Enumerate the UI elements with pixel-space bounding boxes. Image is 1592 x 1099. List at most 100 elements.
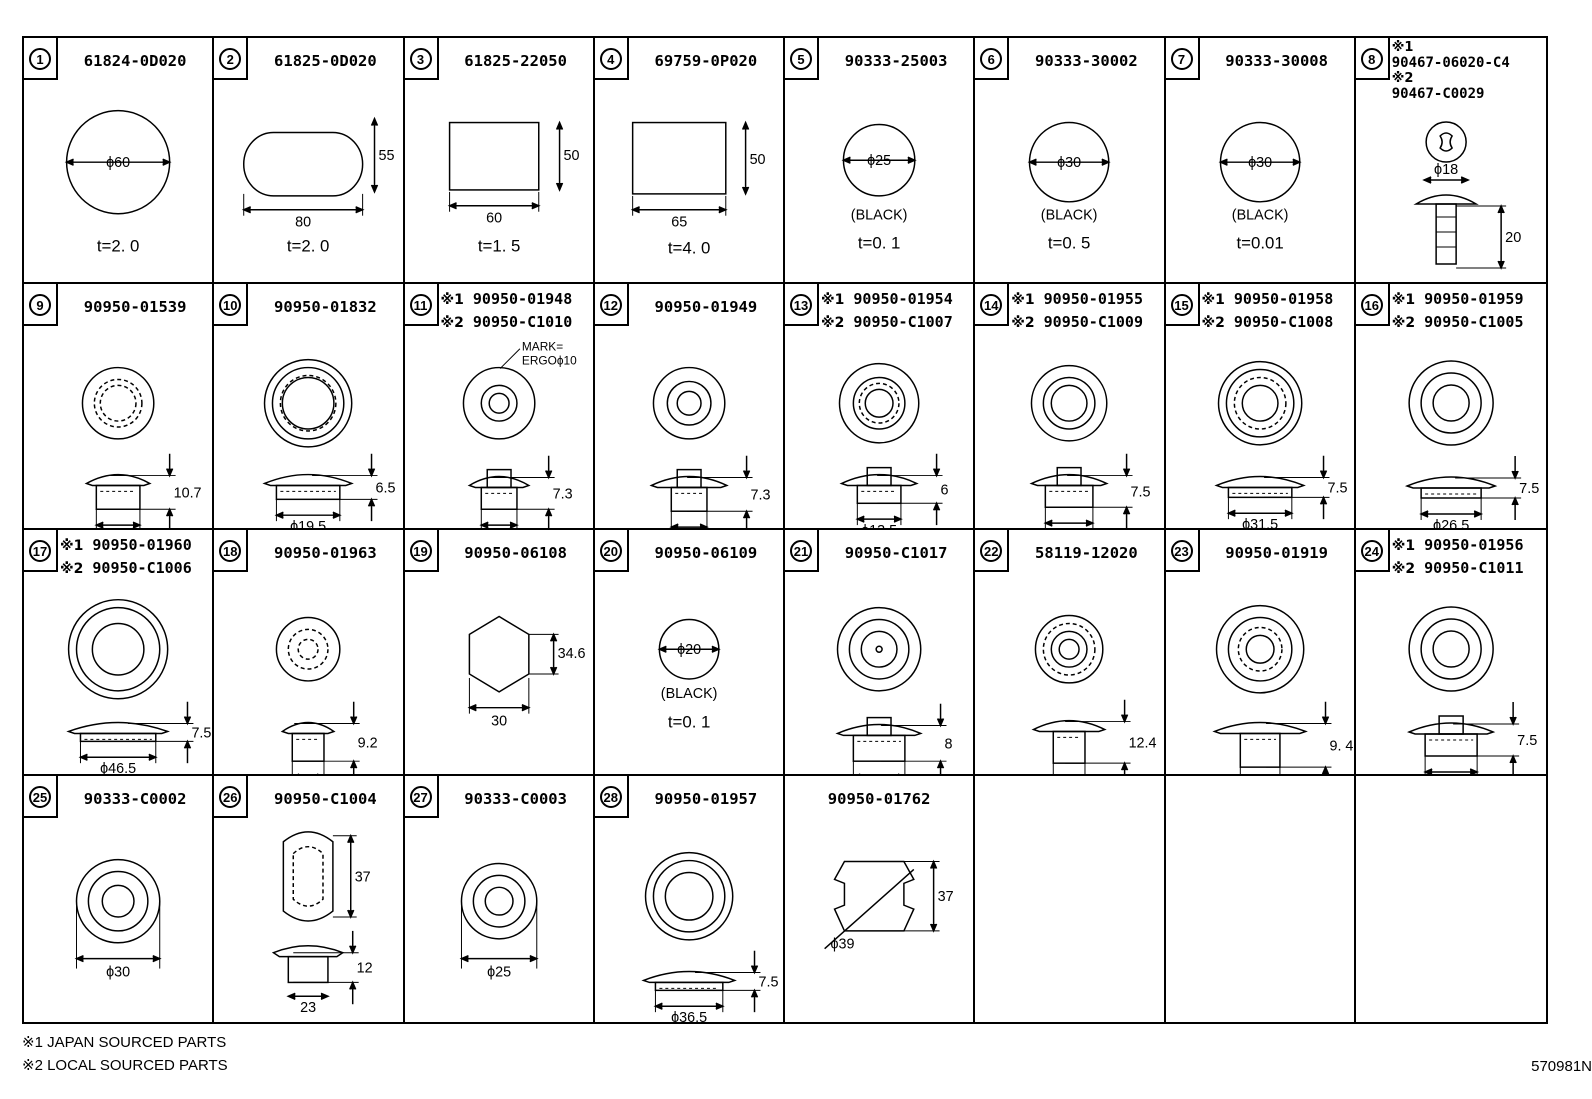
- item-number: 5: [790, 48, 812, 70]
- thickness-note: t=2. 0: [97, 236, 140, 255]
- dim-height: 7.5: [191, 725, 211, 741]
- item-number: 27: [409, 786, 432, 808]
- item-number-badge: 22: [975, 530, 1010, 572]
- dim-diameter: ϕ39: [830, 937, 854, 953]
- part-number: 90950-01919: [1225, 544, 1328, 562]
- dim-diameter: ϕ26.5: [1433, 518, 1469, 528]
- mark-note-detail: ERGOϕ10: [521, 354, 576, 368]
- part-number: 69759-0P020: [654, 52, 758, 70]
- part-drawing: ϕ30: [74, 858, 162, 980]
- dim-diameter: ϕ31.5: [1242, 517, 1278, 528]
- thickness-note: t=2. 0: [287, 236, 330, 255]
- part-drawing: 7.5ϕ18.6: [1406, 606, 1537, 774]
- item-number-badge: 4: [594, 38, 629, 80]
- empty-cell: [1166, 776, 1356, 1022]
- mark-note: MARK=: [521, 340, 562, 354]
- dim-height: 10.7: [174, 485, 202, 501]
- part-number: 90950-C1017: [844, 544, 948, 562]
- part-number-block: ※1 90950-01959※2 90950-C1005: [1392, 288, 1544, 334]
- thickness-note: t=0. 1: [858, 233, 901, 252]
- part-number-row: ※2 90950-C1011: [1392, 557, 1544, 580]
- dim-height: 55: [379, 148, 395, 164]
- part-number: 90950-01949: [654, 298, 758, 316]
- part-number: 90467-06020-C4: [1391, 54, 1510, 71]
- part-drawing: 10.7ϕ17: [81, 366, 202, 528]
- part-number: 90950-C1007: [853, 313, 953, 331]
- part-number: 90950-01762: [827, 790, 931, 808]
- part-number: 90950-C1005: [1424, 313, 1524, 331]
- source-marker: ※1: [440, 292, 464, 308]
- part-number: 90950-01948: [472, 290, 573, 308]
- dim-diameter: ϕ25: [867, 153, 891, 169]
- item-number-badge: 24: [1355, 530, 1390, 572]
- dim-depth: 12: [357, 961, 373, 977]
- item-number: 7: [1170, 48, 1193, 70]
- item-number-badge: 23: [1165, 530, 1200, 572]
- item-number: 16: [1360, 294, 1383, 316]
- item-number: 1: [29, 48, 51, 70]
- part-drawing: 7.3ϕ10.4: [649, 366, 770, 528]
- source-marker: ※2: [1011, 315, 1035, 331]
- thickness-note: t=4. 0: [668, 238, 711, 257]
- item-number: 13: [790, 294, 812, 316]
- item-number: 18: [219, 540, 242, 562]
- source-marker: ※2: [1391, 561, 1416, 577]
- dim-width: 60: [486, 211, 502, 227]
- dim-height: 37: [355, 869, 371, 885]
- item-number: 23: [1170, 540, 1193, 562]
- part-number: 90950-06109: [654, 544, 758, 562]
- source-marker: ※1: [1011, 292, 1035, 308]
- part-number: 90333-C0002: [83, 790, 187, 808]
- dim-height: 50: [749, 152, 765, 168]
- part-cell: 11※1 90950-01948※2 90950-C10107.3ϕ10.4MA…: [404, 284, 595, 530]
- part-number-block: ※1 90950-01955※2 90950-C1009: [1011, 288, 1161, 334]
- dim-height: 50: [563, 148, 579, 164]
- item-number: 2: [219, 48, 242, 70]
- dim-diameter: ϕ18: [1434, 162, 1458, 178]
- part-number-row: ※2 90950-C1005: [1392, 311, 1544, 334]
- item-number-badge: 8: [1355, 38, 1390, 80]
- item-number: 11: [409, 294, 432, 316]
- dim-height: 9.2: [358, 735, 378, 751]
- thickness-note: t=0. 5: [1048, 233, 1091, 252]
- part-number: 90950-C1010: [472, 313, 573, 331]
- dim-width: 80: [295, 215, 311, 231]
- dim-height: 7.5: [1519, 481, 1539, 497]
- color-note: (BLACK): [1231, 208, 1288, 224]
- item-number-badge: 17: [24, 530, 58, 572]
- item-number-badge: 5: [785, 38, 819, 80]
- part-number-block: ※1 90950-01954※2 90950-C1007: [821, 288, 971, 334]
- item-number-badge: 10: [214, 284, 249, 326]
- color-note: (BLACK): [1041, 208, 1098, 224]
- item-number: 21: [790, 540, 812, 562]
- item-number: 14: [980, 294, 1003, 316]
- dim-height: 9. 4: [1329, 738, 1353, 754]
- document-id: 570981N: [1531, 1058, 1592, 1075]
- part-number: 90950-01960: [92, 536, 192, 554]
- dim-height: 6.5: [376, 480, 396, 496]
- item-number: 12: [599, 294, 622, 316]
- source-marker: ※2: [60, 561, 84, 577]
- item-number-badge: 15: [1165, 284, 1200, 326]
- source-marker: ※1: [60, 538, 84, 554]
- item-number-badge: 13: [785, 284, 819, 326]
- item-number-badge: 18: [214, 530, 249, 572]
- dim-across-corners: 34.6: [557, 646, 585, 662]
- item-number: 6: [980, 48, 1003, 70]
- part-number: 90333-30008: [1225, 52, 1328, 70]
- part-number: 90950-C1008: [1233, 313, 1334, 331]
